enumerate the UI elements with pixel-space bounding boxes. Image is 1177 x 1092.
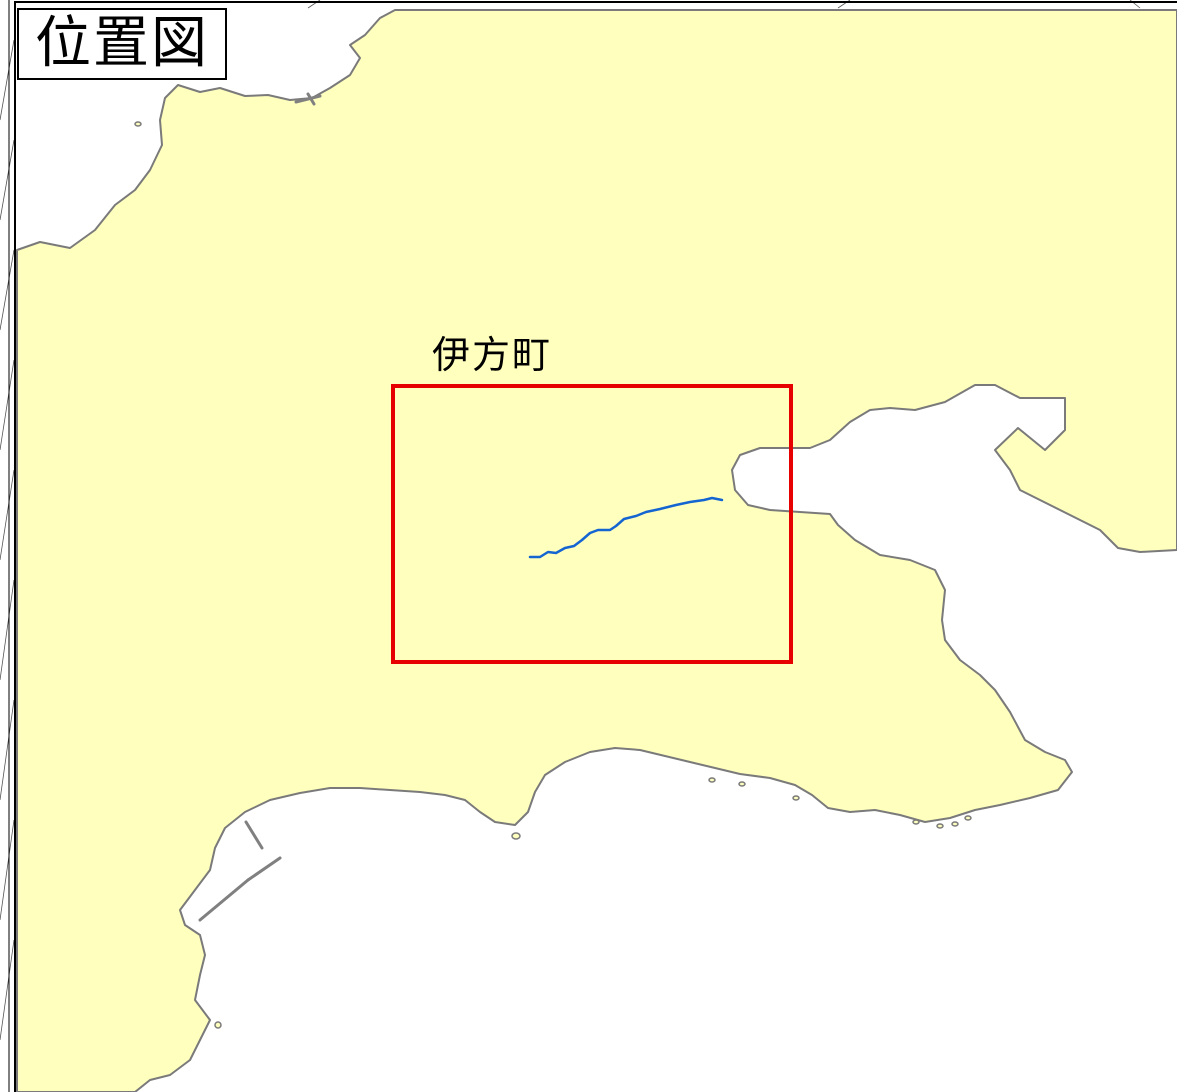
map-frame-border [14,1,1177,1092]
islets [134,121,972,1029]
town-label: 伊方町 [432,333,553,377]
target-area-box [391,384,793,664]
river [528,496,724,559]
land-mass [16,9,1177,1092]
piers [198,92,322,922]
edge-hatching [0,0,1141,1041]
map-title: 位置図 [35,11,209,76]
title-box: 位置図 [17,8,227,80]
